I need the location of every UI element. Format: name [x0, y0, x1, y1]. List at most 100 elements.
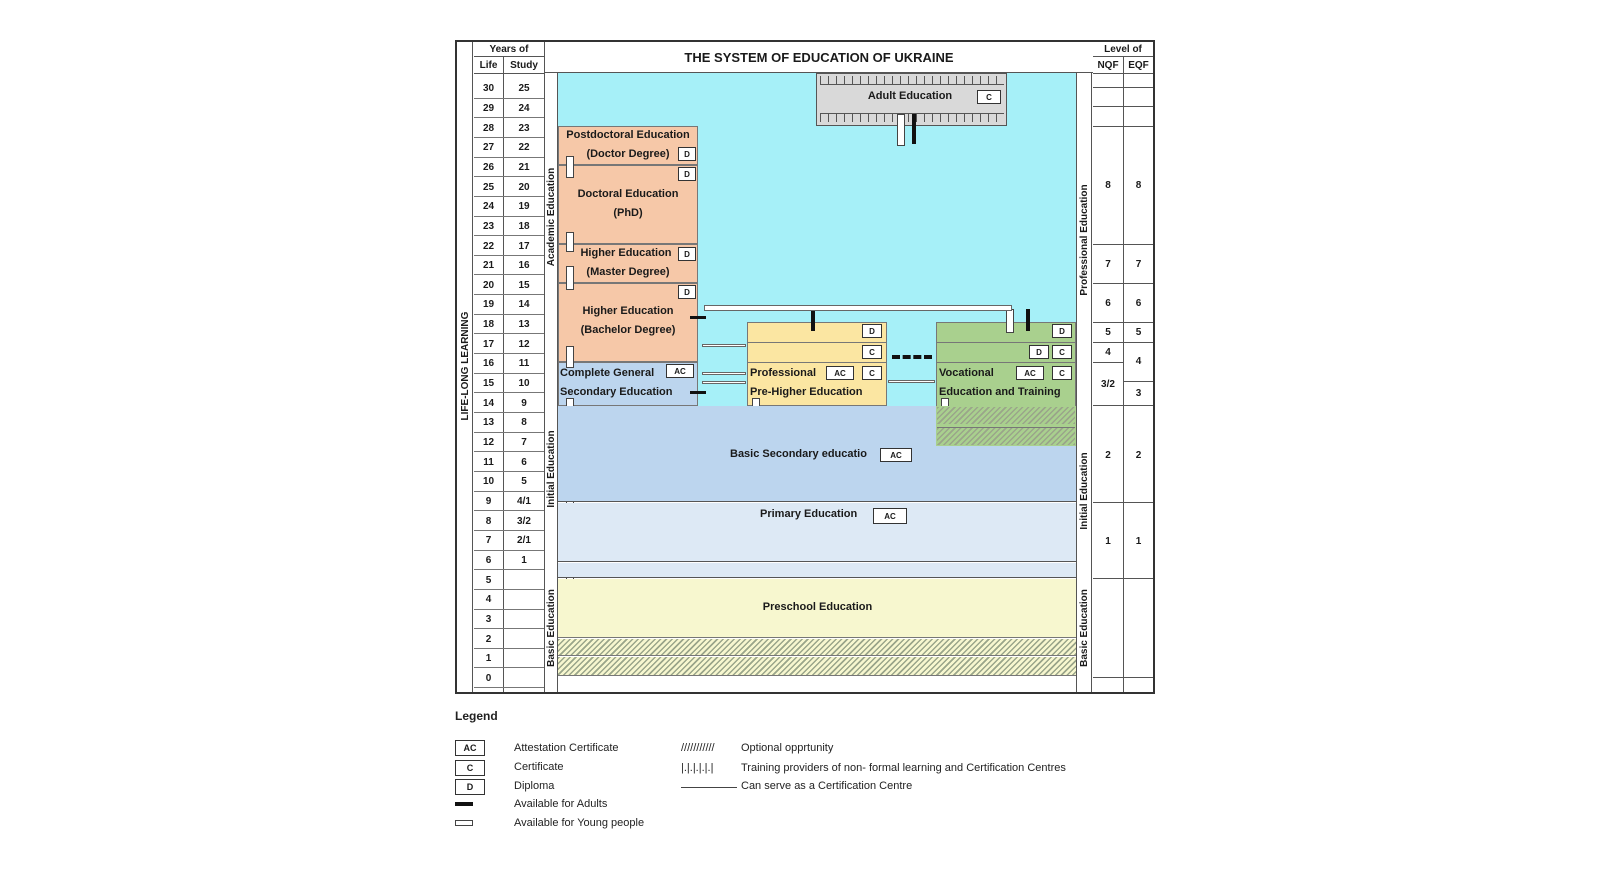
lifelong-label: LIFE-LONG LEARNING: [459, 311, 471, 421]
study-col-border: [544, 42, 545, 692]
year-row: [474, 551, 544, 571]
year-row: [474, 276, 544, 296]
study-year-cell: 25: [518, 83, 530, 95]
year-row: [474, 334, 544, 355]
professional-label-1: Professional: [750, 367, 817, 379]
year-row: [474, 256, 544, 276]
study-year-cell: 4/1: [517, 495, 531, 507]
basic-education-right-label: Basic Education: [1078, 589, 1090, 667]
postdoc-d-badge: D: [678, 147, 696, 161]
adults-arrow-voc-prof: [892, 355, 932, 359]
legend-title: Legend: [455, 709, 498, 723]
level-row-line: [1093, 578, 1153, 579]
life-year-cell: 7: [485, 535, 492, 547]
year-row: [474, 669, 544, 689]
complete-general-label-2: Secondary Education: [560, 386, 673, 398]
primary-block: [558, 503, 1076, 562]
level-row-line: [1093, 126, 1153, 127]
year-row: [474, 452, 544, 472]
basic-secondary-ac-badge: AC: [880, 448, 912, 462]
master-label-2: (Master Degree): [586, 266, 670, 278]
life-year-cell: 16: [482, 358, 495, 370]
study-year-cell: 15: [518, 279, 530, 291]
nqf-8: 8: [1105, 179, 1111, 191]
life-year-cell: 10: [482, 476, 495, 488]
legend-young-arrow-icon: [455, 820, 473, 826]
legend-cert-line-icon: [681, 787, 737, 788]
basic-education-left-label: Basic Education: [545, 589, 557, 667]
doctoral-label-2: (PhD): [613, 207, 643, 219]
legend-adults-text: Available for Adults: [514, 798, 608, 810]
adult-young-arrow: [897, 114, 905, 146]
master-d-badge: D: [678, 247, 696, 261]
study-year-cell: 23: [518, 122, 530, 134]
eqf-4: 4: [1135, 356, 1142, 367]
life-year-cell: 28: [482, 122, 495, 134]
level-row-line: [1093, 106, 1153, 107]
young-arrow-master: [566, 266, 574, 290]
study-year-cell: 9: [521, 397, 527, 409]
professional-adults-arrow: [811, 309, 815, 331]
vocational-young-arrow-top: [1006, 309, 1014, 333]
complete-general-label-1: Complete General: [560, 367, 655, 379]
doctoral-label-1: Doctoral Education: [577, 188, 679, 200]
title-divider: [545, 72, 1093, 73]
study-year-cell: [504, 669, 544, 689]
nqf-header: NQF: [1097, 59, 1119, 71]
study-year-cell: 16: [518, 260, 530, 272]
postdoctoral-label-1: Postdoctoral Education: [566, 129, 690, 141]
legend-optional-text: Optional opprtunity: [741, 742, 834, 754]
study-year-cell: 6: [521, 456, 527, 468]
preschool-block: [558, 579, 1076, 638]
study-year-cell: 10: [518, 378, 530, 390]
year-row: [474, 217, 544, 237]
nqf-4: 4: [1105, 347, 1111, 358]
academic-education-label: Academic Education: [545, 167, 557, 267]
level-row-line: [1093, 87, 1153, 88]
level-row-line: [1093, 502, 1153, 503]
study-year-cell: 13: [518, 319, 530, 331]
legend-providers-text: Training providers of non- formal learni…: [741, 762, 1066, 774]
eqf-7: 7: [1135, 258, 1142, 270]
study-year-cell: 14: [518, 299, 530, 311]
professional-d-badge: D: [862, 324, 882, 338]
legend-ac-text: Attestation Certificate: [514, 742, 619, 754]
life-year-cell: 29: [482, 102, 495, 114]
year-row: [474, 511, 544, 531]
life-year-cell: 4: [485, 594, 492, 606]
life-year-cell: 1: [485, 653, 492, 665]
right-side-column: [1076, 73, 1092, 692]
master-label-1: Higher Education: [580, 247, 672, 259]
bachelor-label-2: (Bachelor Degree): [580, 324, 676, 336]
year-row: [474, 374, 544, 394]
master-block: [558, 244, 698, 283]
nqf-7: 7: [1105, 258, 1111, 270]
vocational-label-2: Education and Training: [939, 386, 1061, 398]
legend-ac-badge: AC: [455, 740, 485, 756]
level-col-border: [1123, 56, 1124, 692]
year-row: [474, 177, 544, 197]
life-year-cell: 19: [482, 299, 495, 311]
study-year-cell: 17: [518, 240, 530, 252]
year-row: [474, 590, 544, 610]
level-of-header: Level of: [1104, 43, 1142, 55]
professional-label-2: Pre-Higher Education: [750, 386, 863, 398]
level-row-line: [1093, 342, 1153, 343]
legend-c-badge: C: [455, 760, 485, 776]
connector-prof-voc-1: [702, 344, 746, 347]
life-year-cell: 3: [485, 613, 492, 625]
study-year-cell: 3/2: [517, 515, 531, 527]
study-year-cell: [504, 570, 544, 590]
nqf-3-2: 3/2: [1101, 378, 1115, 390]
eqf-header: EQF: [1128, 59, 1149, 71]
year-row: [474, 492, 544, 512]
life-year-cell: 15: [482, 378, 495, 390]
connector-complete-prof: [702, 381, 746, 384]
life-year-cell: 5: [485, 574, 492, 586]
year-row: [474, 118, 544, 138]
year-row: [474, 393, 544, 414]
adults-arrow-complete: [690, 391, 706, 394]
professional-education-label: Professional Education: [1078, 184, 1090, 296]
preschool-optional-1: [558, 639, 1076, 656]
year-row: [474, 629, 544, 649]
